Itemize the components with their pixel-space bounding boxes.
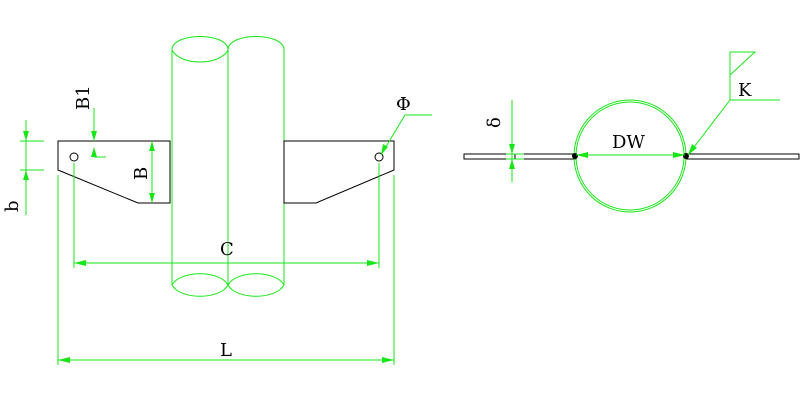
dimension-L [57,175,395,365]
dimension-delta [506,100,524,182]
label-b: b [2,200,23,212]
label-C: C [220,239,234,260]
left-clamp-plate [57,140,171,204]
label-dw: DW [612,132,645,153]
side-view-ring [572,99,689,213]
dimension-dw [576,152,685,158]
dimension-C [73,163,380,268]
label-B: B [131,167,152,180]
right-clamp-plate [283,140,395,204]
label-k: K [738,80,752,101]
weld-symbol-k [687,51,780,156]
dimension-b [20,120,44,215]
label-L: L [220,340,232,361]
leader-phi [380,114,432,156]
dimension-b1 [91,108,106,158]
label-phi: Φ [396,94,411,115]
dimension-B [149,141,155,203]
label-b1: B1 [73,85,94,110]
label-delta: δ [484,117,505,128]
